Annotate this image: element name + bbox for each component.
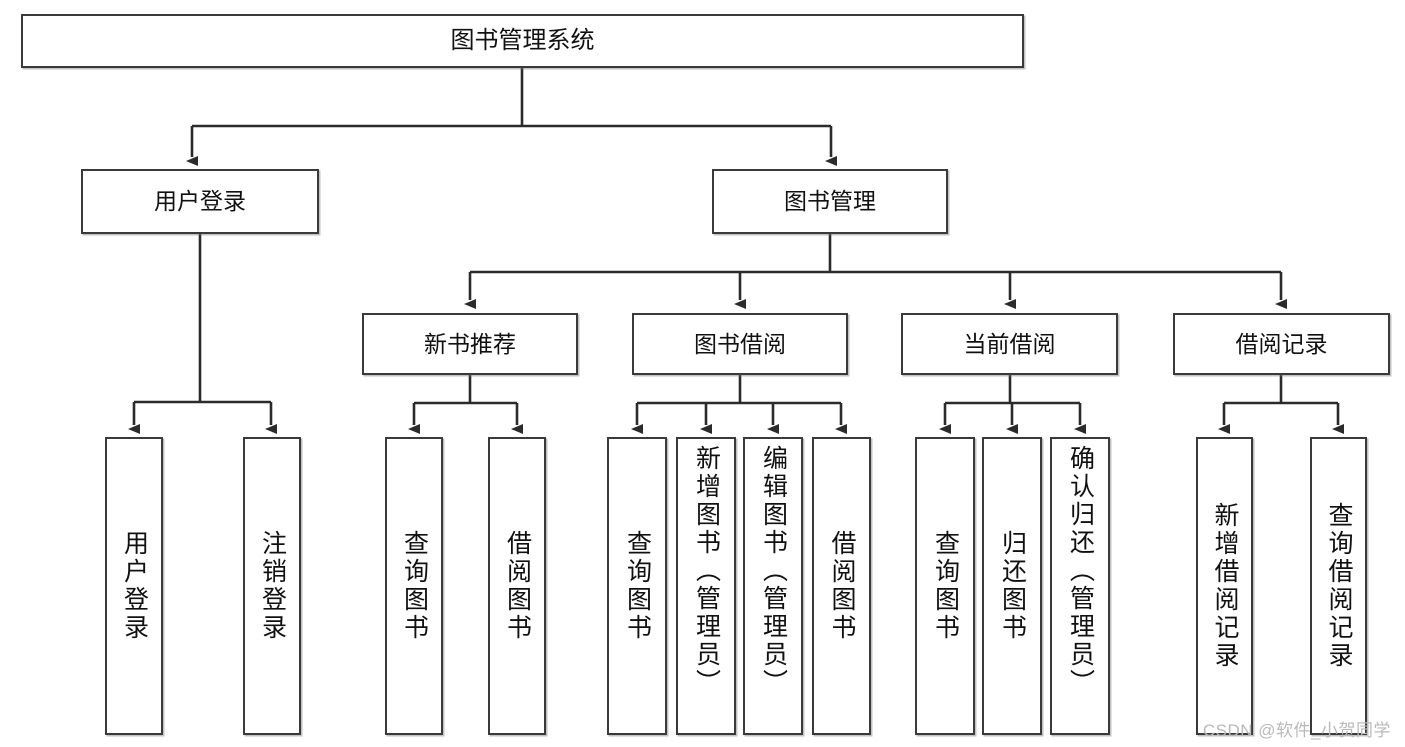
node-book-management[interactable]: 图书管理	[712, 169, 948, 234]
node-current-borrow[interactable]: 当前借阅	[901, 313, 1118, 375]
node-label: 图书管理系统	[450, 27, 595, 55]
leaf-return-book[interactable]: 归还图书	[982, 437, 1042, 735]
leaf-add-borrow-record[interactable]: 新增借阅记录	[1196, 437, 1253, 735]
node-label: 归还图书	[998, 530, 1027, 642]
node-label: 编辑图书（管理员）	[759, 445, 788, 697]
node-label: 新增借阅记录	[1211, 502, 1239, 670]
node-label: 用户登录	[154, 188, 246, 215]
leaf-query-book-3[interactable]: 查询图书	[915, 437, 975, 735]
leaf-borrow-book-1[interactable]: 借阅图书	[488, 437, 546, 735]
node-label: 用户登录	[120, 530, 149, 642]
leaf-logout-login[interactable]: 注销登录	[243, 437, 301, 735]
node-label: 借阅图书	[828, 530, 856, 642]
leaf-confirm-return[interactable]: 确认归还（管理员）	[1050, 437, 1110, 735]
node-label: 新书推荐	[424, 330, 516, 357]
leaf-edit-book[interactable]: 编辑图书（管理员）	[743, 437, 803, 735]
watermark-text: CSDN @软件_小贺同学	[1202, 721, 1391, 740]
leaf-query-book-1[interactable]: 查询图书	[385, 437, 443, 735]
leaf-add-book[interactable]: 新增图书（管理员）	[676, 437, 736, 735]
node-label: 确认归还（管理员）	[1066, 445, 1095, 697]
node-label: 查询图书	[931, 530, 960, 642]
node-label: 图书借阅	[694, 330, 786, 357]
node-book-borrow[interactable]: 图书借阅	[632, 313, 848, 375]
node-label: 新增图书（管理员）	[692, 445, 721, 697]
node-label: 查询图书	[400, 530, 429, 642]
node-label: 查询借阅记录	[1325, 502, 1353, 670]
node-label: 当前借阅	[963, 330, 1056, 357]
leaf-query-borrow-record[interactable]: 查询借阅记录	[1310, 437, 1367, 735]
node-label: 借阅图书	[503, 530, 532, 642]
leaf-query-book-2[interactable]: 查询图书	[607, 437, 667, 735]
node-label: 图书管理	[784, 188, 876, 215]
node-new-book-recommend[interactable]: 新书推荐	[362, 313, 578, 375]
node-root-system[interactable]: 图书管理系统	[21, 14, 1024, 68]
node-label: 注销登录	[258, 530, 287, 642]
leaf-borrow-book-2[interactable]: 借阅图书	[812, 437, 871, 735]
node-borrow-record[interactable]: 借阅记录	[1173, 313, 1390, 375]
node-label: 查询图书	[623, 530, 652, 642]
leaf-user-login[interactable]: 用户登录	[105, 437, 163, 735]
node-label: 借阅记录	[1235, 330, 1328, 357]
node-user-login[interactable]: 用户登录	[81, 169, 319, 234]
